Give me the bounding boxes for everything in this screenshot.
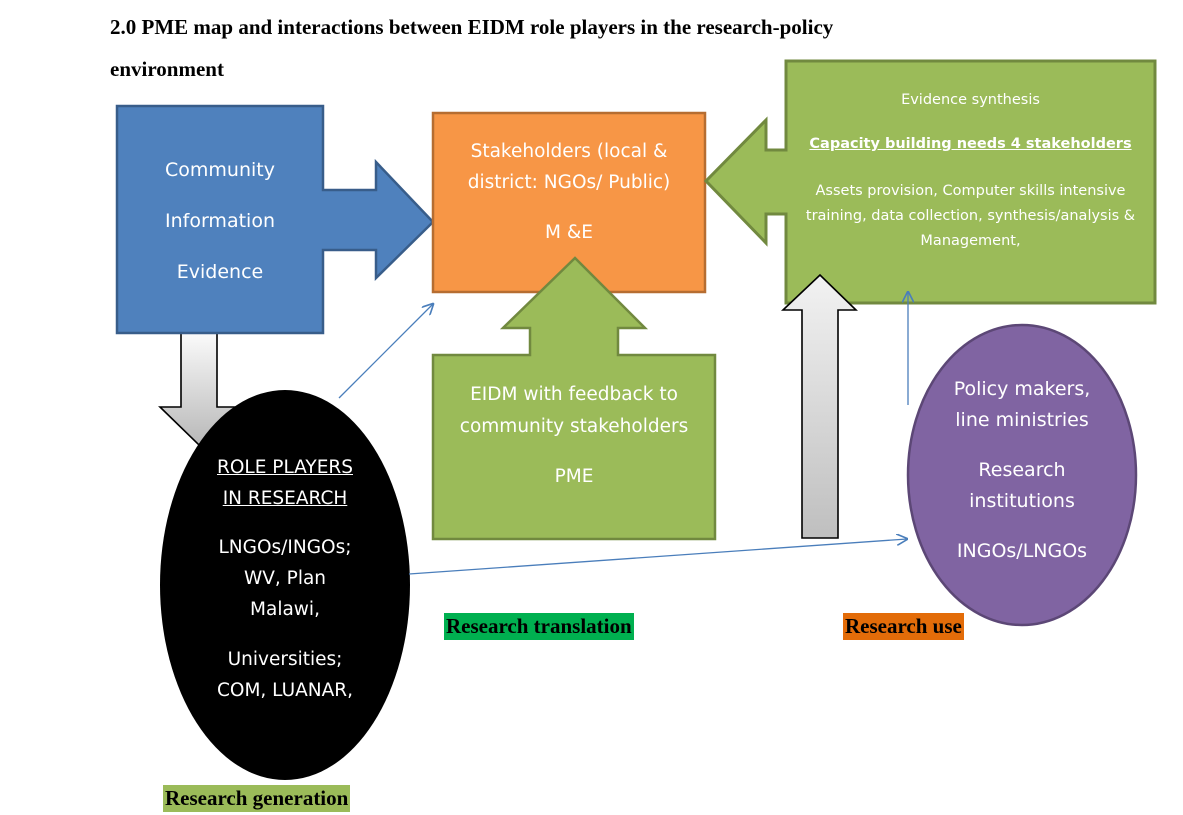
synthesis-box-text: Evidence synthesis Capacity building nee…: [798, 89, 1143, 254]
role-players-text: ROLE PLAYERS IN RESEARCH LNGOs/INGOs; WV…: [170, 452, 400, 706]
page-heading-line-2: environment: [110, 57, 224, 81]
policy-users-text: Policy makers, line ministries Research …: [912, 374, 1132, 567]
me-label: M &E: [545, 222, 593, 243]
stakeholders-line-2: district: NGOs/ Public): [467, 172, 671, 193]
line-ministries-line: line ministries: [955, 409, 1089, 431]
ingos-lngos-line: INGOs/LNGOs: [956, 540, 1088, 562]
policy-makers-line: Policy makers,: [953, 378, 1091, 400]
ngo-line-2: WV, Plan: [243, 568, 327, 589]
policy-users-ellipse: [906, 323, 1138, 627]
universities-line-1: Universities;: [227, 649, 343, 670]
page-heading-line-1: 2.0 PME map and interactions between EID…: [110, 15, 834, 39]
role-players-ellipse: [160, 390, 410, 780]
stakeholders-box-text: Stakeholders (local & district: NGOs/ Pu…: [433, 136, 705, 248]
role-players-title-line-1: ROLE PLAYERS: [217, 457, 353, 478]
synthesis-box: [703, 59, 1157, 305]
information-label: Information: [165, 210, 275, 232]
eidm-line-1: EIDM with feedback to: [470, 384, 678, 405]
caption-research-use: Research use: [843, 613, 964, 640]
institutions-line: institutions: [969, 490, 1075, 512]
evidence-synthesis-title: Evidence synthesis: [901, 92, 1040, 108]
ngo-line-1: LNGOs/INGOs;: [218, 537, 352, 558]
universities-line-2: COM, LUANAR,: [216, 680, 353, 701]
caption-research-generation: Research generation: [163, 785, 351, 812]
community-label: Community: [165, 159, 275, 181]
pme-label: PME: [554, 466, 594, 487]
connector-role-players-to-policy-users: [408, 539, 907, 575]
eidm-line-2: community stakeholders: [459, 416, 689, 437]
eidm-box-text: EIDM with feedback to community stakehol…: [433, 379, 715, 493]
up-arrow-to-synthesis: [780, 273, 858, 539]
community-box: [115, 104, 435, 335]
ngo-line-3: Malawi,: [250, 599, 320, 620]
connector-role-players-to-stakeholders: [338, 304, 433, 399]
research-line: Research: [978, 459, 1066, 481]
capacity-building-heading: Capacity building needs 4 stakeholders: [809, 136, 1132, 152]
role-players-title-line-2: IN RESEARCH: [222, 488, 348, 509]
capacity-building-details: Assets provision, Computer skills intens…: [805, 183, 1136, 249]
caption-research-translation: Research translation: [444, 613, 634, 640]
evidence-label: Evidence: [176, 261, 264, 283]
community-box-text: Community Information Evidence: [117, 145, 323, 298]
eidm-box: [431, 256, 717, 541]
stakeholders-line-1: Stakeholders (local &: [470, 141, 668, 162]
